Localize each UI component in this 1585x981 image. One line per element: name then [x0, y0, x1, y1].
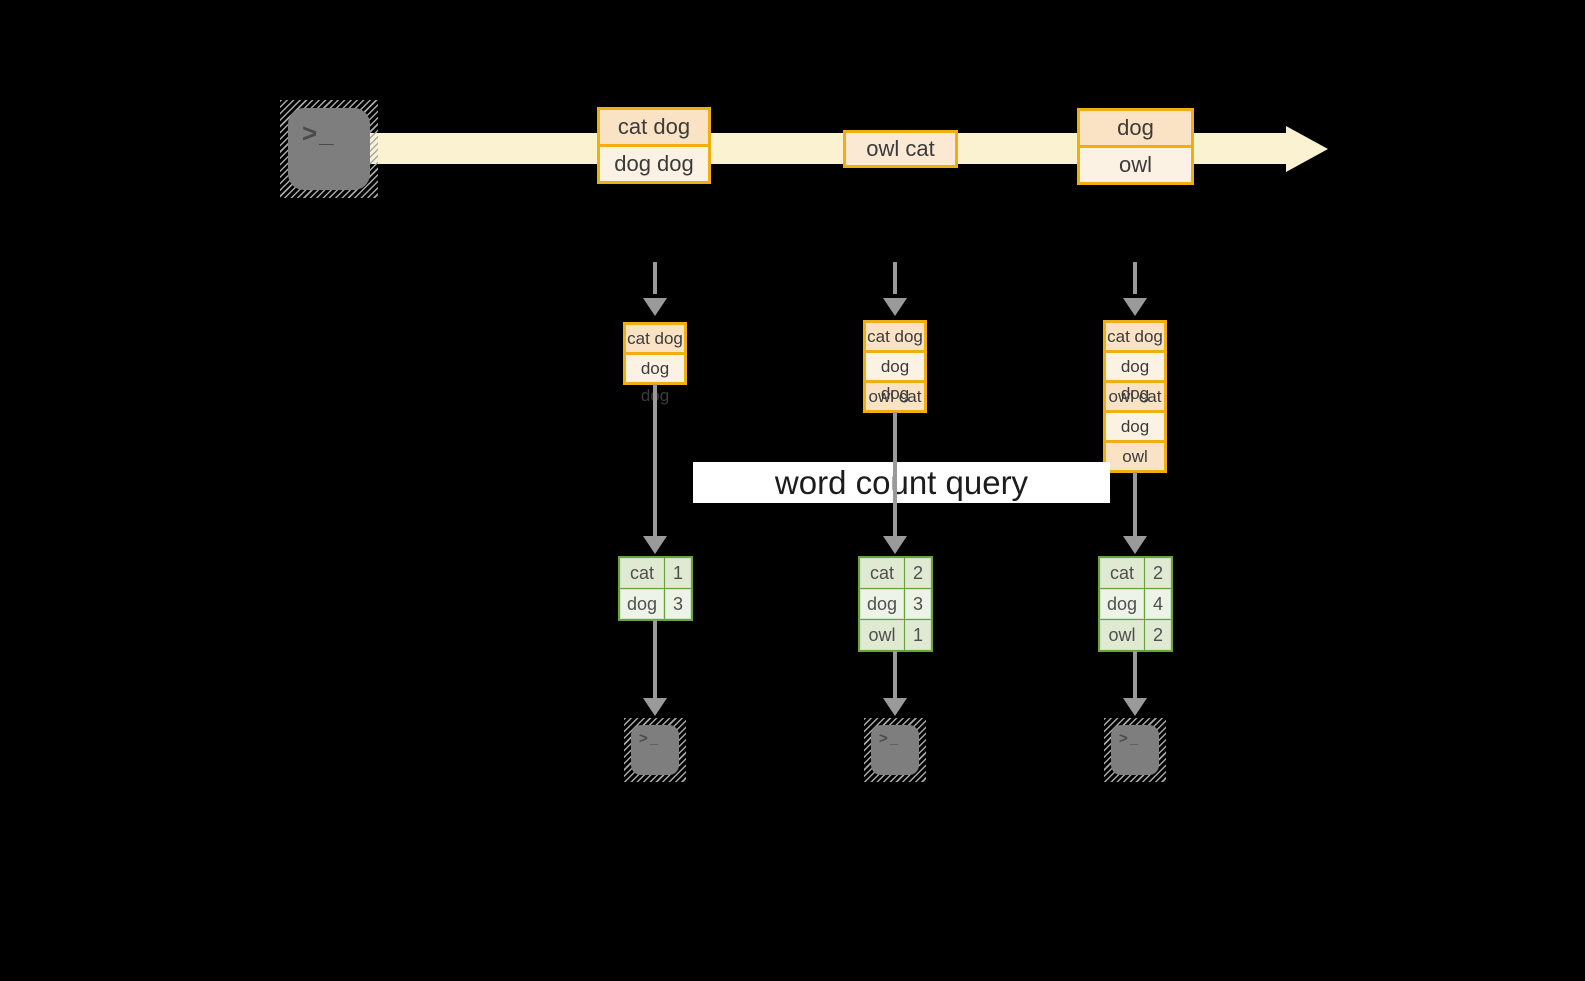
stream-record: dog	[1077, 108, 1194, 148]
sink-terminal-hatch: >_	[624, 718, 686, 782]
stream-batch-3: dog owl	[1077, 108, 1194, 185]
stream-timeline-arrowhead-icon	[1286, 126, 1328, 172]
sink-terminal-icon: >_	[1111, 725, 1159, 775]
stream-batch-1: cat dog dog dog	[597, 107, 711, 184]
word-cell: owl	[861, 621, 903, 649]
record-row: owl cat	[863, 380, 927, 413]
stream-batch-2: owl cat	[843, 130, 958, 168]
arrow-line	[653, 620, 657, 698]
word-cell: cat	[861, 559, 903, 587]
record-row: dog dog	[623, 352, 687, 405]
count-cell: 2	[1146, 621, 1170, 649]
terminal-prompt-icon: >_	[1119, 730, 1141, 747]
accumulated-records-2: cat dog dog dog owl cat	[863, 320, 927, 413]
arrow-line	[893, 412, 897, 536]
record-row: dog	[1103, 410, 1167, 443]
terminal-prompt-icon: >_	[639, 730, 661, 747]
record-row: dog dog	[1103, 350, 1167, 403]
word-cell: dog	[861, 590, 903, 618]
stream-record: owl	[1077, 145, 1194, 185]
accumulated-records-1: cat dog dog dog	[623, 322, 687, 405]
stream-record: owl cat	[843, 130, 958, 168]
terminal-prompt-icon: >_	[879, 730, 901, 747]
sink-terminal-icon: >_	[871, 725, 919, 775]
count-cell: 1	[666, 559, 690, 587]
wordcount-table-3: cat 2 dog 4 owl 2	[1098, 556, 1173, 652]
count-cell: 3	[906, 590, 930, 618]
wordcount-table-2: cat 2 dog 3 owl 1	[858, 556, 933, 652]
record-row: cat dog	[1103, 320, 1167, 353]
count-cell: 1	[906, 621, 930, 649]
arrow-line	[1133, 651, 1137, 698]
arrow-head-icon	[643, 536, 667, 554]
stream-record: dog dog	[597, 144, 711, 184]
dashed-arrow-line	[893, 262, 897, 294]
sink-terminal-hatch: >_	[864, 718, 926, 782]
word-cell: cat	[1101, 559, 1143, 587]
record-row: cat dog	[863, 320, 927, 353]
wordcount-table-1: cat 1 dog 3	[618, 556, 693, 621]
arrow-head-icon	[883, 536, 907, 554]
arrow-head-icon	[883, 698, 907, 716]
word-cell: cat	[621, 559, 663, 587]
terminal-prompt-icon: >_	[302, 118, 336, 148]
arrow-head-icon	[643, 298, 667, 316]
arrow-line	[653, 384, 657, 536]
count-cell: 4	[1146, 590, 1170, 618]
stream-record: cat dog	[597, 107, 711, 147]
dashed-arrow-line	[653, 262, 657, 294]
source-terminal-hatch: >_	[280, 100, 378, 198]
arrow-head-icon	[883, 298, 907, 316]
record-row: cat dog	[623, 322, 687, 355]
count-cell: 3	[666, 590, 690, 618]
source-terminal-icon: >_	[288, 108, 370, 190]
arrow-head-icon	[1123, 698, 1147, 716]
record-row: dog dog	[863, 350, 927, 403]
arrow-line	[893, 651, 897, 698]
query-label: word count query	[693, 462, 1110, 503]
dashed-arrow-line	[1133, 262, 1137, 294]
sink-terminal-hatch: >_	[1104, 718, 1166, 782]
arrow-head-icon	[643, 698, 667, 716]
arrow-head-icon	[1123, 298, 1147, 316]
record-row: owl cat	[1103, 380, 1167, 413]
sink-terminal-icon: >_	[631, 725, 679, 775]
count-cell: 2	[1146, 559, 1170, 587]
word-cell: dog	[1101, 590, 1143, 618]
accumulated-records-3: cat dog dog dog owl cat dog owl	[1103, 320, 1167, 473]
record-row: owl	[1103, 440, 1167, 473]
word-cell: owl	[1101, 621, 1143, 649]
word-cell: dog	[621, 590, 663, 618]
count-cell: 2	[906, 559, 930, 587]
arrow-head-icon	[1123, 536, 1147, 554]
arrow-line	[1133, 472, 1137, 536]
